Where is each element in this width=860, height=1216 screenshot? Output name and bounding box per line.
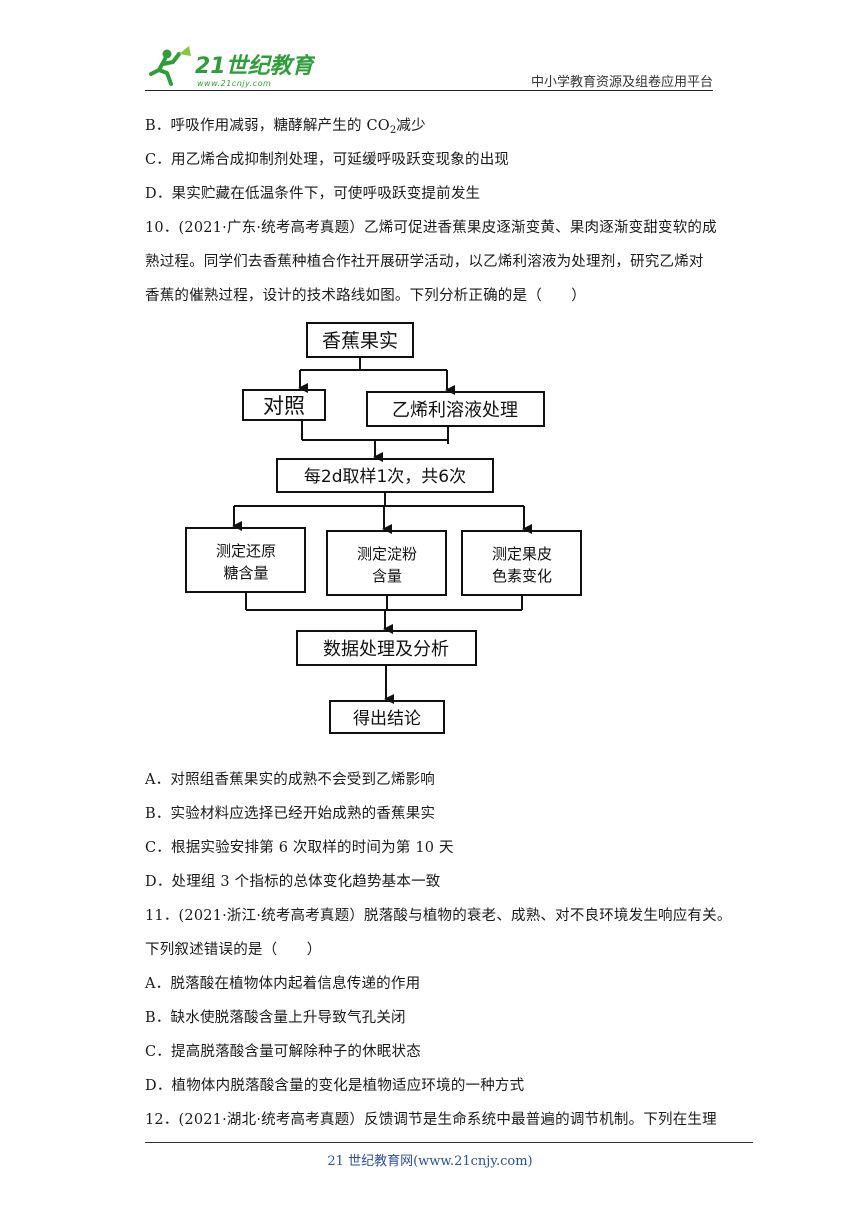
question-10-option-a: A．对照组香蕉果实的成熟不会受到乙烯影响 (145, 772, 435, 788)
question-11-stem-line-2: 下列叙述错误的是（ ） (145, 942, 322, 958)
box-treatment (366, 391, 545, 427)
label-starch-line-2: 含量 (372, 567, 402, 585)
label-starch-line-1: 测定淀粉 (357, 545, 417, 563)
question-10-option-d: D．处理组 3 个指标的总体变化趋势基本一致 (145, 874, 441, 890)
label-peel-line-2: 色素变化 (492, 567, 552, 585)
subscript: 2 (389, 125, 397, 136)
question-10-stem-line-2: 熟过程。同学们去香蕉种植合作社开展研学活动，以乙烯利溶液为处理剂，研究乙烯对 (145, 254, 704, 270)
question-9-option-b: B．呼吸作用减弱，糖酵解产生的 CO2减少 (145, 116, 426, 138)
question-11-option-a: A．脱落酸在植物体内起着信息传递的作用 (145, 976, 421, 992)
logo-text: 21世纪教育 (195, 53, 315, 79)
label-treatment: 乙烯利溶液处理 (392, 400, 518, 421)
question-11-option-b: B．缺水使脱落酸含量上升导致气孔关闭 (145, 1010, 406, 1026)
label-sugar-line-1: 测定还原 (216, 542, 276, 560)
platform-name: 中小学教育资源及组卷应用平台 (530, 75, 713, 90)
logo-url-text: www.21cnjy.com (197, 79, 271, 88)
box-peel (461, 530, 582, 596)
question-9-option-c: C．用乙烯合成抑制剂处理，可延缓呼吸跃变现象的出现 (145, 152, 510, 168)
technical-route-flowchart: 香蕉果实 对照 乙烯利溶液处理 每2d取样1次，共6次 测定还原 糖含量 测定淀… (180, 320, 600, 740)
option-text: 减少 (396, 118, 426, 134)
label-sampling: 每2d取样1次，共6次 (304, 467, 466, 487)
question-11-option-c: C．提高脱落酸含量可解除种子的休眠状态 (145, 1044, 421, 1060)
footer-link[interactable]: 21 世纪教育网(www.21cnjy.com) (327, 1154, 533, 1169)
question-11-stem-line-1: 11．(2021·浙江·统考高考真题）脱落酸与植物的衰老、成熟、对不良环境发生响… (145, 908, 732, 924)
runner-icon (149, 46, 191, 86)
question-10-stem-line-1: 10．(2021·广东·统考高考真题）乙烯可促进香蕉果皮逐渐变黄、果肉逐渐变甜变… (145, 220, 717, 236)
question-10-stem-line-3: 香蕉的催熟过程，设计的技术路线如图。下列分析正确的是（ ） (145, 288, 586, 304)
question-10-option-b: B．实验材料应选择已经开始成熟的香蕉果实 (145, 806, 436, 822)
header-divider (145, 90, 713, 91)
box-starch (326, 530, 447, 596)
label-analysis: 数据处理及分析 (323, 639, 449, 660)
box-control (242, 389, 326, 421)
label-control: 对照 (263, 394, 305, 418)
box-sugar (185, 527, 306, 593)
question-9-option-d: D．果实贮藏在低温条件下，可使呼吸跃变提前发生 (145, 186, 481, 202)
question-11-option-d: D．植物体内脱落酸含量的变化是植物适应环境的一种方式 (145, 1078, 525, 1094)
option-text: B．呼吸作用减弱，糖酵解产生的 CO (145, 118, 390, 134)
question-10-option-c: C．根据实验安排第 6 次取样的时间为第 10 天 (145, 840, 454, 856)
label-sugar-line-2: 糖含量 (223, 564, 268, 582)
label-conclusion: 得出结论 (353, 709, 421, 729)
footer-divider (145, 1142, 753, 1143)
page-header: 21世纪教育 www.21cnjy.com 中小学教育资源及组卷应用平台 (145, 40, 713, 92)
label-banana: 香蕉果实 (322, 330, 398, 352)
question-12-stem-line-1: 12．(2021·湖北·统考高考真题）反馈调节是生命系统中最普遍的调节机制。下列… (145, 1112, 717, 1128)
site-logo: 21世纪教育 www.21cnjy.com (149, 46, 315, 88)
label-peel-line-1: 测定果皮 (492, 545, 552, 563)
